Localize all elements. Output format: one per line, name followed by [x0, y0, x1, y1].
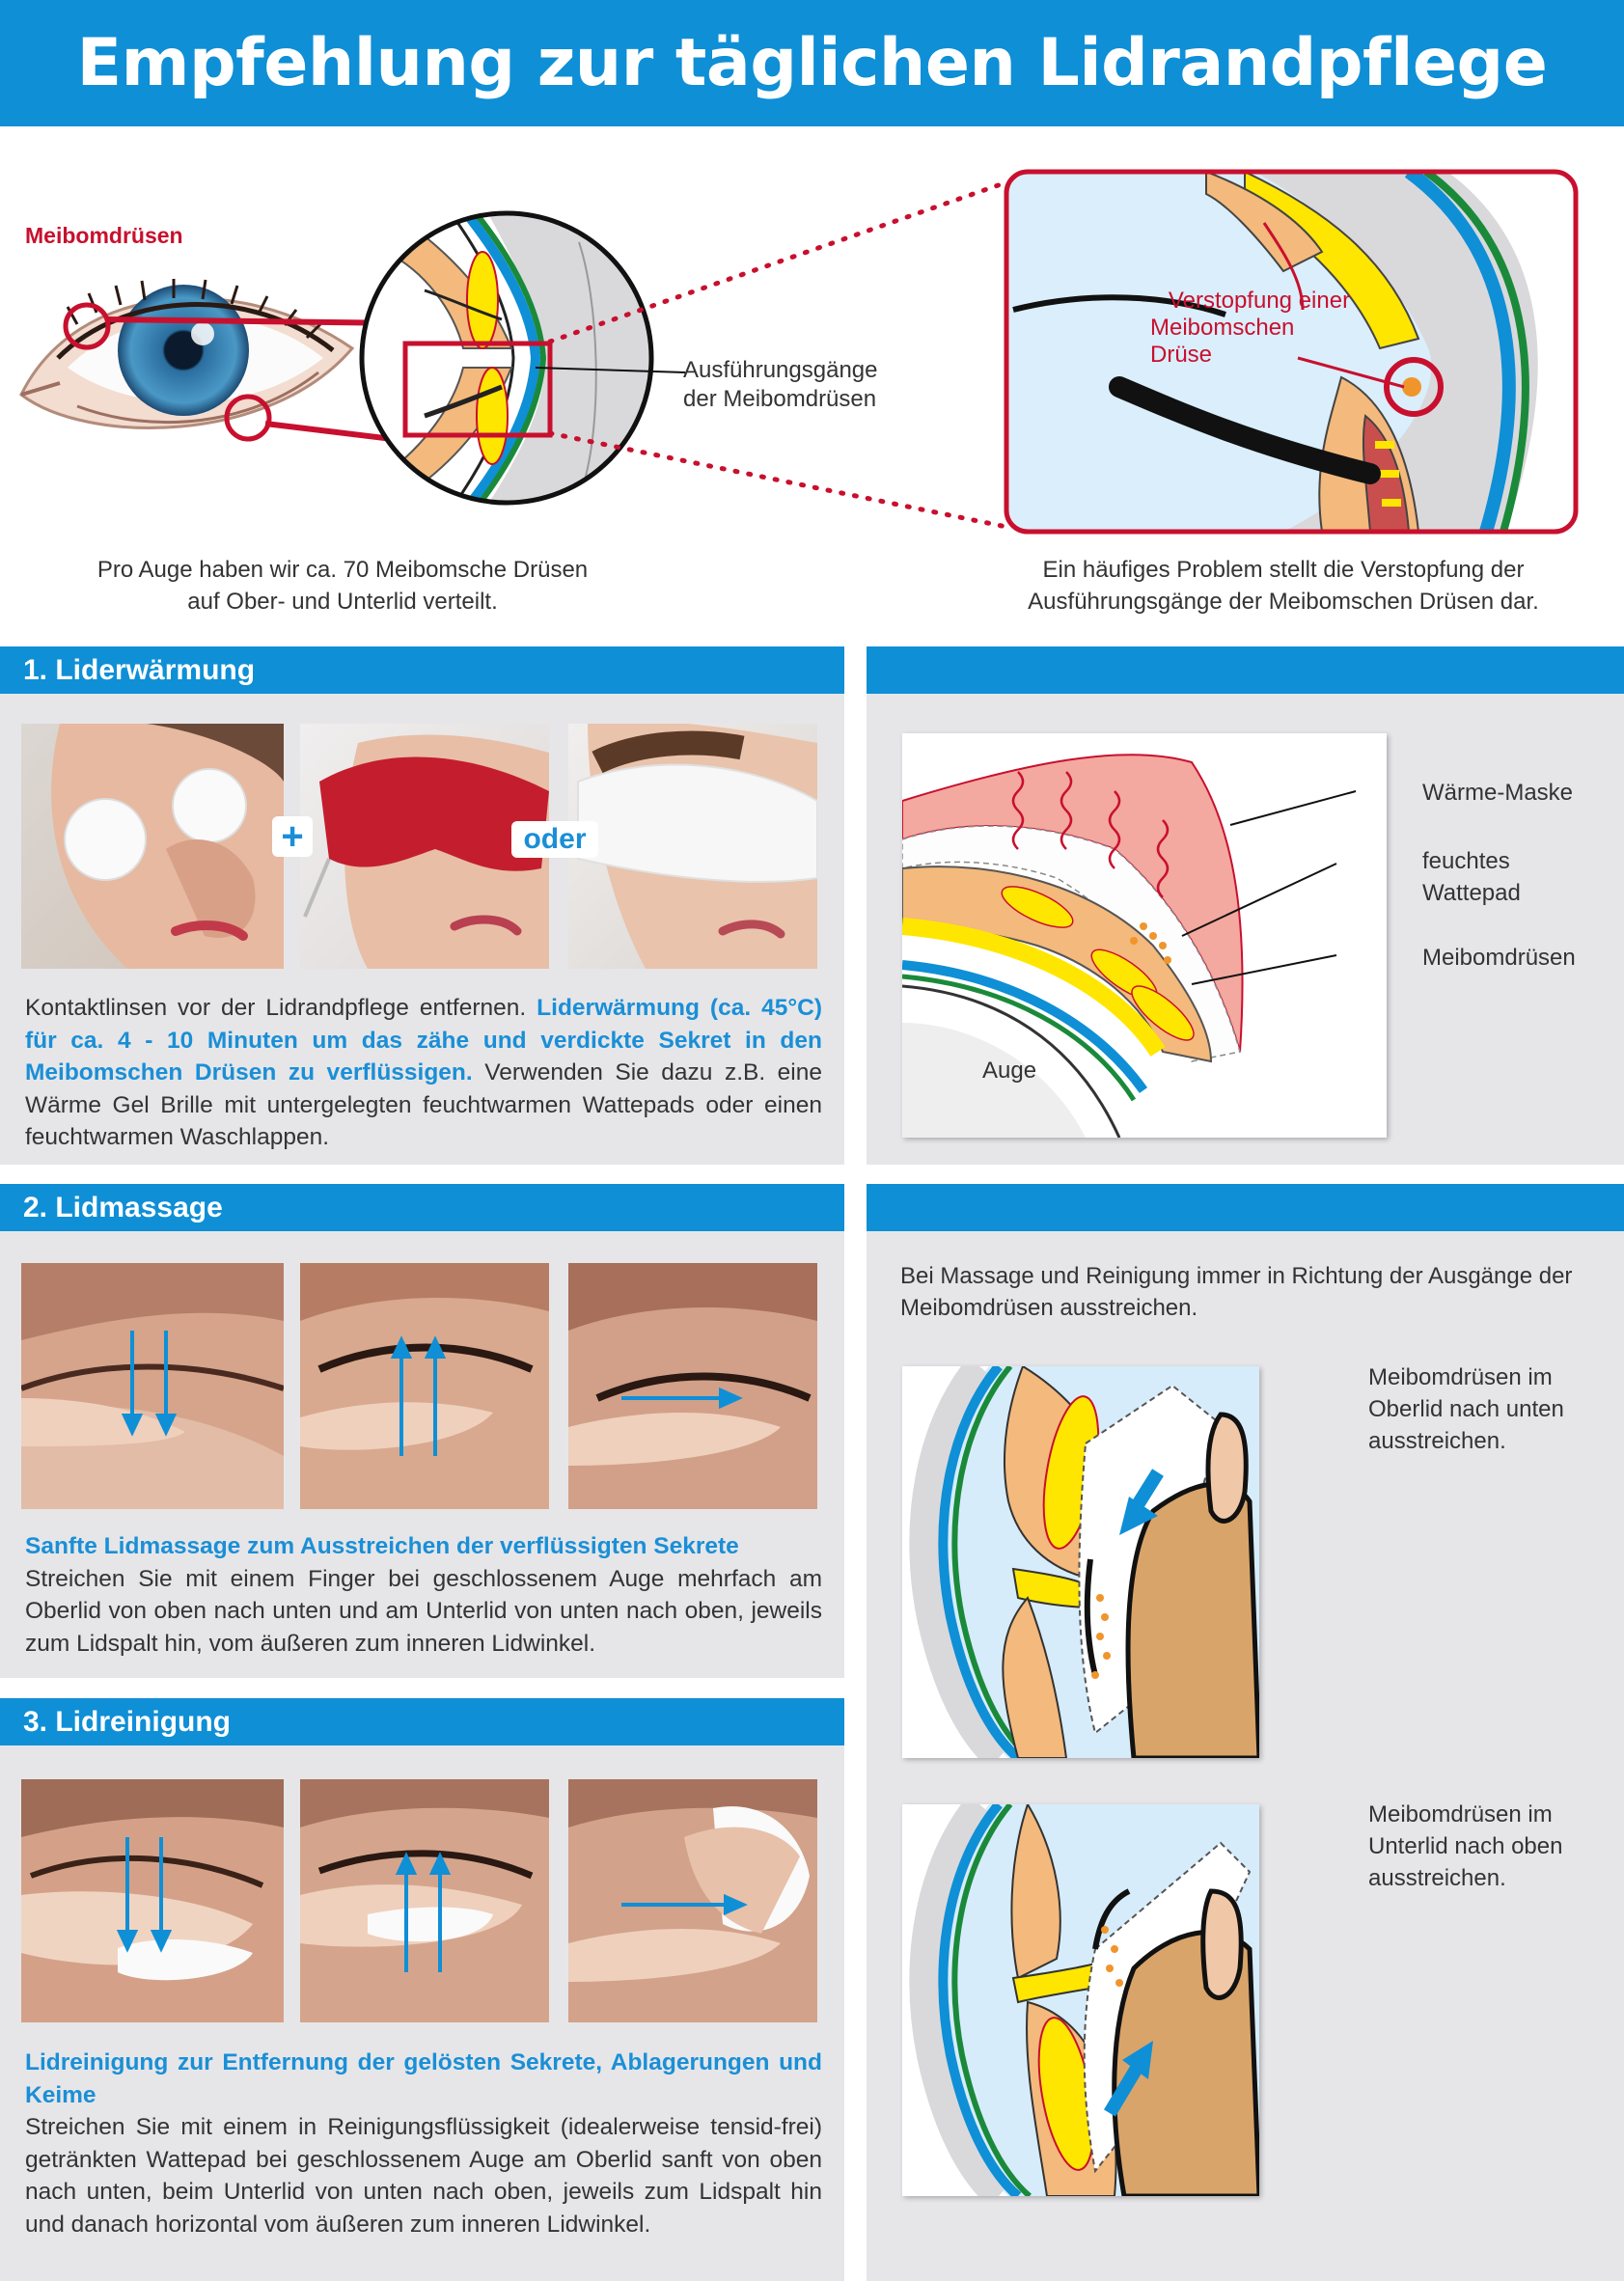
step3-body: Streichen Sie mit einem in Reinigungsflü… [25, 2114, 822, 2238]
step3-photo-lower-lid-svg [300, 1779, 549, 1972]
heat-label-eye: Auge [982, 1058, 1037, 1084]
caption-right-line-1: Ein häufiges Problem stellt die Verstopf… [1042, 557, 1525, 583]
step1-text: Kontaktlinsen vor der Lidrandpflege entf… [25, 992, 822, 1154]
step2-panel: Sanfte Lidmassage zum Ausstreichen der v… [0, 1231, 844, 1678]
step2-photo-horizontal [568, 1263, 817, 1509]
step1-title-bar: 1. Liderwärmung [0, 646, 844, 694]
lower-lid-diagram [902, 1804, 1259, 2196]
cross-section-circle [362, 213, 651, 503]
title-bar: Empfehlung zur täglichen Lidrandpflege [0, 0, 1624, 126]
zoom-box [1006, 172, 1576, 532]
heat-label-mask: Wärme-Maske [1422, 780, 1574, 806]
label-clog-line-3: Drüse [1150, 342, 1213, 368]
step1-text-highlight: Liderwärmung (ca. 45°C) für ca. 4 - 10 M… [25, 995, 823, 1086]
upper-lid-diagram [902, 1366, 1259, 1758]
step2-title: 2. Lidmassage [23, 1192, 223, 1223]
step3-text: Lidreinigung zur Entfernung der gelösten… [25, 2047, 822, 2240]
upper-lid-note-line-1: Meibomdrüsen im [1368, 1364, 1553, 1390]
step2-title-bar: 2. Lidmassage [0, 1184, 844, 1231]
step2-photo-lower-lid [300, 1263, 549, 1509]
page-title: Empfehlung zur täglichen Lidrandpflege [76, 25, 1548, 101]
step2-body: Streichen Sie mit einem Finger bei gesch… [25, 1565, 822, 1657]
lower-lid-note: Meibomdrüsen im Unterlid nach oben ausst… [1368, 1799, 1562, 1894]
step3-heading: Lidreinigung zur Entfernung der gelösten… [25, 2049, 822, 2108]
step1-panel: + oder Kontaktlinsen vor der Lidrandpfle… [0, 694, 844, 1165]
step1-text-plain-2: Verwenden Sie dazu z.B. eine Wärme Gel B… [25, 1059, 822, 1150]
oder-badge: oder [511, 821, 598, 858]
heat-label-pad-2: Wattepad [1422, 880, 1521, 906]
step2-photo-upper-lid-svg [21, 1263, 284, 1509]
step1-photo-cotton-pad [21, 724, 284, 969]
upper-lid-note: Meibomdrüsen im Oberlid nach unten ausst… [1368, 1361, 1564, 1457]
step2-heading: Sanfte Lidmassage zum Ausstreichen der v… [25, 1533, 739, 1559]
heat-label-pad-1: feuchtes [1422, 848, 1510, 874]
upper-lid-note-line-3: ausstreichen. [1368, 1428, 1506, 1454]
step2-photo-horizontal-svg [568, 1263, 817, 1466]
upper-lid-note-line-2: Oberlid nach unten [1368, 1396, 1564, 1422]
label-ducts-line-1: Ausführungsgänge [683, 357, 878, 383]
heat-mask-diagram: Auge [902, 733, 1387, 1138]
step3-photo-horizontal-svg [568, 1779, 817, 1982]
lower-lid-note-line-3: ausstreichen. [1368, 1865, 1506, 1891]
step3-photo-lower-lid [300, 1779, 549, 2022]
lower-lid-svg [902, 1804, 1259, 2196]
intro-illustration: Meibomdrüsen Ausführungsgänge der Meibom… [0, 126, 1624, 647]
caption-left: Pro Auge haben wir ca. 70 Meibomsche Drü… [39, 554, 647, 618]
step3-panel: Lidreinigung zur Entfernung der gelösten… [0, 1745, 844, 2281]
step1-photo-washcloth-svg [577, 724, 817, 969]
upper-lid-svg [902, 1366, 1259, 1758]
step2-text: Sanfte Lidmassage zum Ausstreichen der v… [25, 1530, 822, 1660]
label-ducts-line-2: der Meibomdrüsen [683, 386, 877, 412]
step1-title: 1. Liderwärmung [23, 654, 256, 686]
step2-right-bar [867, 1184, 1624, 1231]
step3-title: 3. Lidreinigung [23, 1706, 231, 1738]
lower-lid-note-line-1: Meibomdrüsen im [1368, 1801, 1553, 1828]
step2-photo-upper-lid [21, 1263, 284, 1509]
caption-left-line-2: auf Ober- und Unterlid verteilt. [187, 589, 498, 615]
step1-photo-gel-mask-svg [303, 734, 549, 969]
plus-badge: + [272, 815, 313, 858]
massage-direction-note: Bei Massage und Reinigung immer in Richt… [900, 1263, 1573, 1321]
step1-right-bar [867, 646, 1624, 694]
caption-left-line-1: Pro Auge haben wir ca. 70 Meibomsche Drü… [96, 557, 589, 583]
step1-photo-washcloth [568, 724, 817, 969]
step1-right-panel: Auge Wärme-Maske feuchtes Wattepad Meibo… [867, 694, 1624, 1165]
step2-right-panel: Bei Massage und Reinigung immer in Richt… [867, 1231, 1624, 2281]
step2-photo-lower-lid-svg [300, 1263, 549, 1456]
caption-right-line-2: Ausführungsgänge der Meibomschen Drüsen … [1028, 589, 1539, 615]
step1-photo-cotton-pad-svg [51, 724, 284, 969]
caption-right: Ein häufiges Problem stellt die Verstopf… [975, 554, 1592, 618]
step3-title-bar: 3. Lidreinigung [0, 1698, 844, 1745]
lower-lid-note-line-2: Unterlid nach oben [1368, 1833, 1563, 1859]
step1-text-plain-1: Kontaktlinsen vor der Lidrandpflege entf… [25, 995, 527, 1021]
step1-photo-gel-mask [300, 724, 549, 969]
label-clog-line-1: Verstopfung einer [1168, 288, 1351, 314]
label-clog: Verstopfung einer Meibomschen Drüse [1110, 288, 1409, 369]
step3-photo-upper-lid-svg [21, 1779, 284, 1981]
heat-label-glands: Meibomdrüsen [1422, 945, 1576, 971]
eye-drawing [19, 279, 355, 442]
heat-mask-svg [902, 733, 1387, 1138]
label-meibom: Meibomdrüsen [25, 223, 183, 248]
label-clog-line-2: Meibomschen [1150, 315, 1295, 341]
step3-photo-horizontal [568, 1779, 817, 2022]
step3-photo-upper-lid [21, 1779, 284, 2022]
intro-svg [19, 169, 1579, 535]
